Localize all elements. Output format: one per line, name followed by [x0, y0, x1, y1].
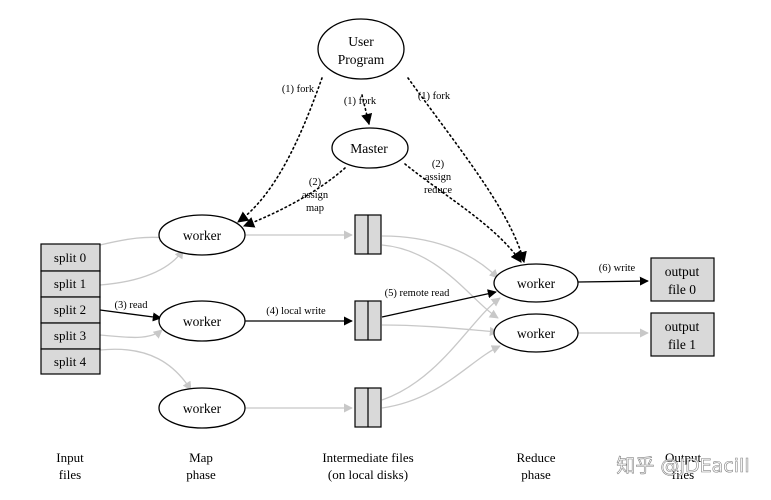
intermediate-file-2	[354, 300, 382, 341]
fork-to-master	[361, 94, 373, 126]
master-label: Master	[350, 141, 388, 156]
split-0-label: split 0	[54, 250, 86, 265]
control-flow-lines	[237, 77, 527, 264]
footer-map-1: Map	[189, 450, 213, 465]
map-worker-3-label: worker	[183, 401, 222, 416]
footer-labels: Input files Map phase Intermediate files…	[56, 450, 701, 482]
split-4-box	[40, 348, 101, 375]
write-label: (6) write	[599, 263, 636, 274]
output-file-0-label-1: output	[665, 264, 700, 279]
read-line	[99, 309, 162, 322]
remote-read-label: (5) remote read	[385, 288, 450, 299]
flow-int3-reduce2	[381, 345, 501, 409]
local-write-label: (4) local write	[266, 306, 326, 317]
map-worker-3: worker	[158, 387, 246, 429]
map-worker-2-shape	[158, 300, 246, 342]
split-3-label: split 3	[54, 328, 86, 343]
split-4-label: split 4	[54, 354, 87, 369]
inactive-flow-lines	[99, 230, 649, 413]
map-worker-1: worker	[158, 214, 246, 256]
footer-map-2: phase	[186, 467, 216, 482]
flow-split4-worker3	[99, 348, 192, 391]
split-1-box	[40, 270, 101, 298]
flow-split3-worker2	[99, 329, 163, 339]
output-file-1-label-1: output	[665, 319, 700, 334]
reduce-worker-1-label: worker	[517, 276, 556, 291]
reduce-worker-1-shape	[493, 263, 579, 303]
flow-int2-reduce2	[381, 324, 499, 336]
map-worker-1-shape	[158, 214, 246, 256]
fork-label-left: (1) fork	[282, 84, 315, 95]
output-file-0: output file 0	[650, 257, 715, 302]
read-label: (3) read	[115, 300, 149, 311]
fork-label-center: (1) fork	[344, 96, 377, 107]
user-program-label-1: User	[348, 34, 374, 49]
footer-input-1: Input	[56, 450, 84, 465]
reduce-worker-1: worker	[493, 263, 579, 303]
split-2-label: split 2	[54, 302, 86, 317]
footer-reduce-2: phase	[521, 467, 551, 482]
fork-label-right: (1) fork	[418, 91, 451, 102]
assign-map-line	[242, 167, 346, 228]
assign-reduce-label-3: reduce	[424, 185, 452, 196]
output-file-1: output file 1	[650, 312, 715, 357]
watermark-text: 知乎 @JDEacill	[616, 455, 749, 477]
flow-int1-reduce1	[381, 235, 499, 279]
map-worker-2-label: worker	[183, 314, 222, 329]
user-program-shape	[317, 18, 405, 80]
split-0-box	[40, 243, 101, 272]
assign-map-label-2: assign	[302, 190, 329, 201]
footer-intermediate-2: (on local disks)	[328, 467, 408, 482]
split-3-box	[40, 322, 101, 350]
master-node: Master	[331, 127, 409, 169]
input-files: split 0 split 1 split 2 split 3 split 4	[40, 243, 101, 375]
flow-split0-worker1	[99, 232, 169, 246]
output-file-0-box	[650, 257, 715, 302]
user-program-label-2: Program	[338, 52, 385, 67]
footer-intermediate-1: Intermediate files	[322, 450, 413, 465]
output-file-0-label-2: file 0	[668, 282, 696, 297]
intermediate-file-1	[354, 214, 382, 255]
footer-input-2: files	[59, 467, 81, 482]
flow-int1-reduce2	[381, 244, 499, 319]
fork-to-reduce-worker	[407, 77, 527, 264]
output-file-1-box	[650, 312, 715, 357]
master-shape	[331, 127, 409, 169]
edge-labels: (1) fork (1) fork (1) fork (2) assign ma…	[115, 84, 636, 317]
write-line	[577, 276, 649, 286]
reduce-worker-2-shape	[493, 313, 579, 353]
footer-reduce-1: Reduce	[517, 450, 556, 465]
user-program-node: User Program	[317, 18, 405, 80]
remote-read-line	[381, 289, 497, 318]
map-worker-1-label: worker	[183, 228, 222, 243]
footer-output-1: Output	[665, 450, 702, 465]
flow-split1-worker1	[99, 249, 184, 286]
intermediate-file-3	[354, 387, 382, 428]
assign-reduce-label-2: assign	[425, 172, 452, 183]
active-flow-lines	[99, 276, 649, 326]
assign-map-label-3: map	[306, 203, 324, 214]
output-file-1-label-2: file 1	[668, 337, 696, 352]
split-1-label: split 1	[54, 276, 86, 291]
reduce-worker-2: worker	[493, 313, 579, 353]
fork-to-worker	[237, 77, 323, 223]
map-worker-2: worker	[158, 300, 246, 342]
map-worker-3-shape	[158, 387, 246, 429]
flow-int3-reduce1	[381, 297, 501, 401]
reduce-worker-2-label: worker	[517, 326, 556, 341]
assign-map-label-1: (2)	[309, 177, 322, 188]
assign-reduce-label-1: (2)	[432, 159, 445, 170]
assign-reduce-line	[404, 163, 522, 263]
split-2-box	[40, 296, 101, 324]
footer-output-2: files	[672, 467, 694, 482]
